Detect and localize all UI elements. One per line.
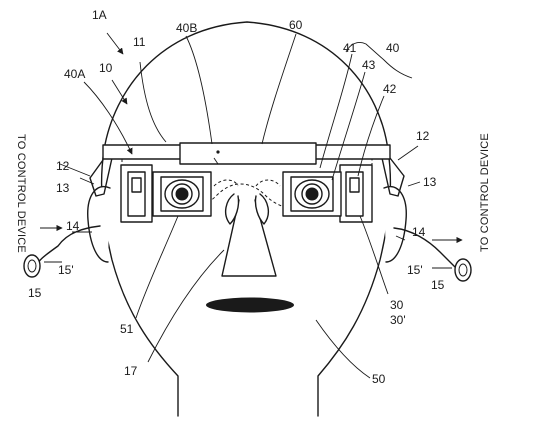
- right-connector: [454, 258, 472, 282]
- label-14-left: 14: [66, 219, 80, 233]
- label-30: 30: [390, 298, 404, 312]
- label-15prime-right: 15': [407, 263, 423, 277]
- right-side-text: TO CONTROL DEVICE: [479, 133, 491, 252]
- label-41: 41: [343, 41, 357, 55]
- label-13-left: 13: [56, 181, 70, 195]
- label-13-right: 13: [423, 175, 437, 189]
- mouth: [206, 297, 294, 313]
- nose: [221, 199, 277, 277]
- right-ear: [383, 185, 407, 263]
- left-connector: [23, 254, 41, 278]
- label-51: 51: [120, 322, 134, 336]
- label-15prime-left: 15': [58, 263, 74, 277]
- left-ear: [87, 185, 111, 263]
- label-40B: 40B: [176, 21, 197, 35]
- label-10: 10: [99, 61, 113, 75]
- label-17: 17: [124, 364, 138, 378]
- nose-pad-left: [224, 193, 240, 225]
- label-14-right: 14: [412, 225, 426, 239]
- right-eye-pupil: [305, 187, 319, 201]
- right-cable: [393, 227, 457, 269]
- label-11: 11: [133, 35, 146, 49]
- left-eye-pupil: [175, 187, 189, 201]
- label-1A: 1A: [92, 8, 107, 22]
- label-12-right: 12: [416, 129, 430, 143]
- label-30prime: 30': [390, 313, 406, 327]
- label-40: 40: [386, 41, 400, 55]
- label-15-left: 15: [28, 286, 42, 300]
- left-side-text: TO CONTROL DEVICE: [15, 134, 27, 253]
- label-43: 43: [362, 58, 376, 72]
- label-40A: 40A: [64, 67, 85, 81]
- label-12-left: 12: [56, 159, 70, 173]
- label-42: 42: [383, 82, 397, 96]
- label-15-right: 15: [431, 278, 445, 292]
- central-housing: [179, 142, 317, 165]
- right-display-element-inner: [349, 177, 360, 193]
- left-display-element-inner: [131, 177, 142, 193]
- label-60: 60: [289, 18, 303, 32]
- left-temple: [89, 157, 113, 197]
- label-50: 50: [372, 372, 386, 386]
- brace-40: [345, 41, 413, 79]
- nose-pad-right: [254, 193, 270, 225]
- right-temple: [381, 157, 405, 197]
